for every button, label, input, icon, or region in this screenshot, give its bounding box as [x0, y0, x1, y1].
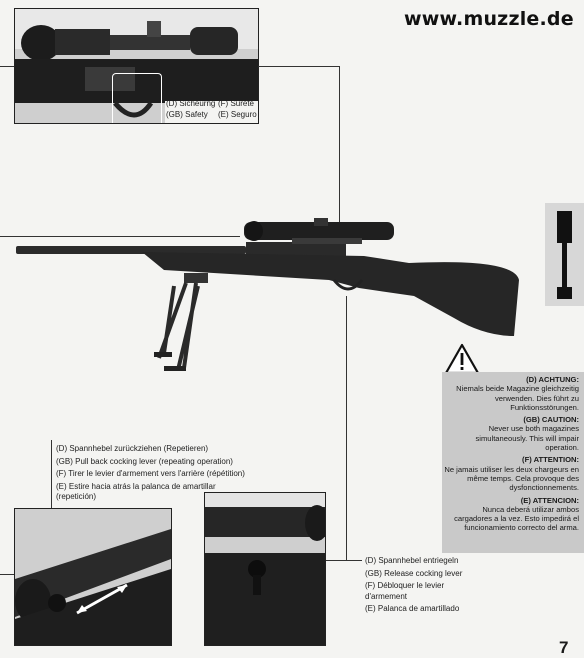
connector-line — [51, 440, 52, 508]
safety-photo — [14, 8, 259, 124]
connector-line — [0, 236, 240, 237]
caution-box: (D) ACHTUNG: Niemals beide Magazine glei… — [442, 372, 584, 553]
repeat-label-e: (E) Estire hacia atrás la palanca de ama… — [56, 481, 216, 491]
repeat-label-e-cont: (repetición) — [56, 492, 97, 501]
connector-line — [0, 66, 14, 67]
release-label-e: (E) Palanca de amartillado — [365, 604, 460, 613]
release-labels: (D) Spannhebel entriegeln (GB) Release c… — [365, 556, 462, 615]
release-lever-photo-art — [205, 493, 325, 645]
caution-text-e: Nunca deberá utilizar ambos cargadores a… — [454, 504, 579, 533]
caution-text-gb: Never use both magazines simultaneously.… — [475, 424, 579, 453]
safety-photo-art — [15, 9, 258, 123]
caution-text-d: Niemals beide Magazine gleichzeitig verw… — [456, 384, 579, 412]
site-url: www.muzzle.de — [404, 8, 574, 30]
warning-icon — [444, 343, 480, 375]
repeat-labels: (D) Spannhebel zurückziehen (Repetieren)… — [56, 444, 245, 503]
safety-label-gb: (GB) Safety — [166, 110, 208, 119]
release-label-f: (F) Débloquer le levier — [365, 581, 445, 590]
safety-callout-box — [112, 73, 162, 123]
caution-title-e: (E) ATTENCION: — [520, 495, 579, 505]
caution-title-f: (F) ATTENTION: — [522, 455, 579, 465]
release-label-f-cont: d'armement — [365, 591, 407, 601]
page-number: 7 — [559, 638, 569, 657]
rifle-illustration — [16, 218, 519, 371]
release-label-gb: (GB) Release cocking lever — [365, 568, 463, 578]
side-tab — [545, 203, 584, 306]
safety-label-f: (F) Sûreté — [218, 99, 255, 108]
connector-line — [339, 66, 340, 228]
repeat-label-gb: (GB) Pull back cocking lever (repeating … — [56, 456, 233, 466]
release-lever-photo — [204, 492, 326, 646]
safety-label-d: (D) Sicheurng — [166, 99, 216, 108]
connector-line — [346, 296, 347, 560]
cocking-lever-photo — [14, 508, 172, 646]
caution-title-gb: (GB) CAUTION: — [523, 415, 579, 425]
connector-line — [0, 574, 14, 575]
repeat-label-f: (F) Tirer le levier d'armement vers l'ar… — [56, 469, 245, 478]
cocking-lever-photo-art — [15, 509, 171, 645]
caution-text-f: Ne jamais utiliser les deux chargeurs en… — [444, 464, 579, 493]
safety-label-e: (E) Seguro — [218, 110, 257, 119]
magazine-icon — [557, 211, 572, 299]
release-label-d: (D) Spannhebel entriegeln — [365, 556, 459, 565]
caution-title-d: (D) ACHTUNG: — [526, 375, 579, 384]
connector-line — [258, 66, 339, 67]
connector-line — [324, 560, 362, 561]
repeat-label-d: (D) Spannhebel zurückziehen (Repetieren) — [56, 444, 209, 453]
